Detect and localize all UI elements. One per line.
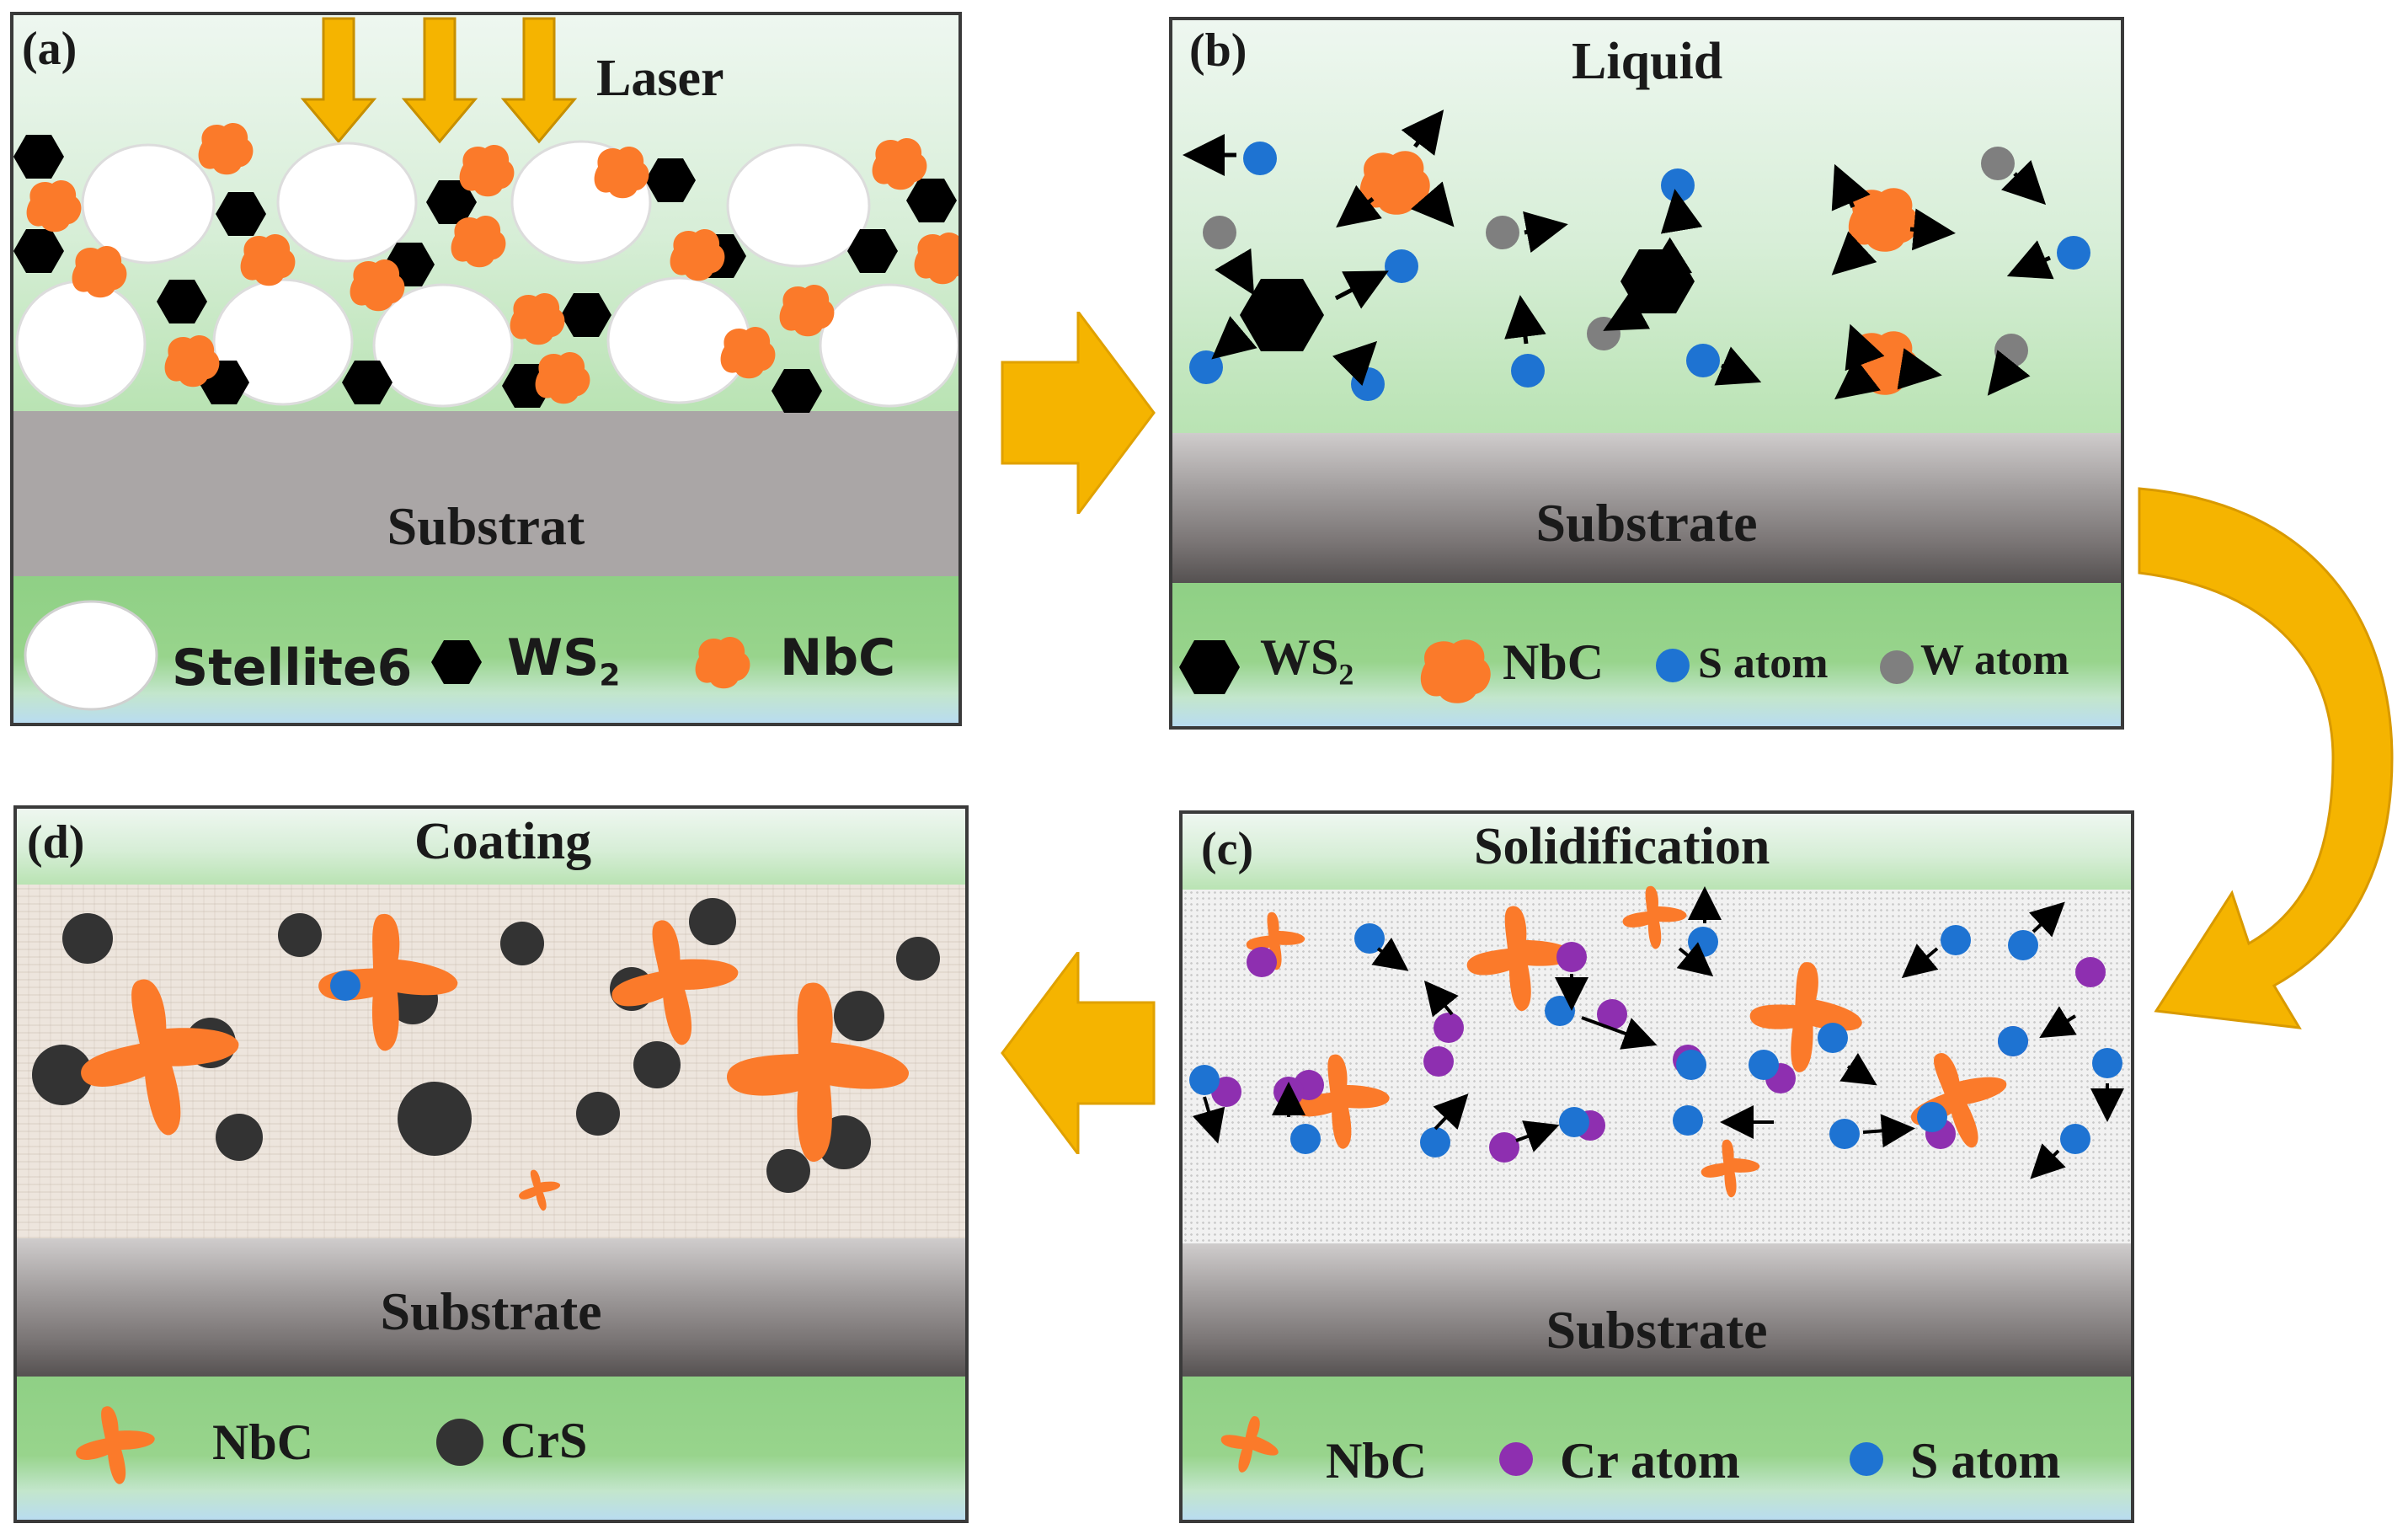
legend-area [13,576,958,723]
s-atom [330,970,360,1001]
panel-c-substrate-label: Substrate [1546,1300,1768,1360]
panel-d-substrate-label: Substrate [380,1281,602,1341]
legend-ws2-icon [431,640,482,684]
legend-crs-label: CrS [500,1413,588,1468]
legend-s-atom-icon [1850,1442,1883,1476]
legend-w-atom-icon [1880,650,1914,684]
panel-c-graphics [1189,885,2124,1483]
top-zone [17,809,965,885]
legend-area [17,1377,965,1520]
arrow-c-to-d [1001,952,1156,1154]
legend-ws2-label: WS2 [1260,629,1354,692]
substrate-layer [13,411,958,580]
ws2-molecules [1240,249,1695,351]
substrate-layer [1183,1243,2131,1383]
legend-nbc-label: NbC [1326,1433,1428,1489]
laser-arrows [300,17,578,144]
legend-nbc-icon [695,636,750,689]
panel-d-tag: (d) [27,816,85,869]
legend-nbc-icon [72,1402,159,1488]
s-atoms [1189,923,2122,1157]
legend-stellite-label: Stellite6 [172,639,413,698]
stellite6-particles [15,140,958,408]
panel-b-graphics [1179,110,2090,703]
legend-s-atom-label: S atom [1698,639,1829,687]
legend-ws2-label: WS2 [507,628,621,693]
panel-b-title: Liquid [1572,33,1723,90]
panel-a-graphics [13,17,958,711]
panel-b-substrate-label: Substrate [1535,493,1758,553]
legend-nbc-label: NbC [212,1414,314,1470]
legend-w-atom-label: W atom [1920,636,2069,684]
arrow-b-to-c [2138,487,2394,1029]
legend-nbc-icon [1420,639,1491,703]
panel-d-title: Coating [414,813,592,870]
motion-arrows [1192,886,2124,1179]
panel-b-tag: (b) [1189,24,1247,77]
crs-particles [32,898,940,1193]
panel-c: (c) Solidification Substrate NbC Cr atom… [1179,810,2134,1523]
legend-crs-icon [436,1419,483,1466]
legend-stellite-icon [24,600,158,711]
panel-c-tag: (c) [1201,823,1254,875]
legend-nbc-icon [1212,1408,1288,1483]
panel-c-title: Solidification [1474,818,1770,875]
legend-nbc-label: NbC [780,628,896,687]
liquid-zone [1172,20,2121,433]
panel-a-title: Laser [596,50,724,107]
panel-a-substrate-label: Substrat [387,496,585,556]
legend-ws2-icon [1179,640,1240,694]
substrate-layer [17,1238,965,1383]
legend-cr-atom-label: Cr atom [1560,1433,1740,1489]
legend-s-atom-label: S atom [1910,1433,2061,1489]
w-atoms [1203,147,2028,367]
panel-a-tag: (a) [22,23,77,75]
motion-arrows [1183,110,2054,400]
panel-d: (d) Coating Substrate NbC CrS [13,805,969,1523]
arrow-a-to-b [1001,312,1156,514]
substrate-layer [1172,433,2121,590]
legend-cr-atom-icon [1499,1442,1533,1476]
legend-nbc-label: NbC [1503,634,1604,690]
legend-area [1183,1377,2131,1520]
legend-s-atom-icon [1656,649,1690,682]
panel-a: (a) Laser Substrat Stellite6 WS2 NbC [10,12,962,726]
panel-b: (b) Liquid Substrate WS2 NbC S atom W at… [1169,17,2124,730]
legend-area [1172,583,2121,726]
top-zone [1183,814,2131,890]
panel-d-graphics [32,898,940,1488]
